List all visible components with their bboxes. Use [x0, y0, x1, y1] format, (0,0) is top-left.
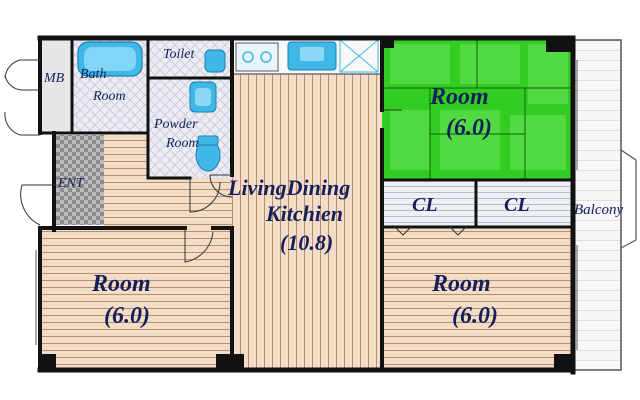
entrance-floor: [56, 135, 104, 225]
door-swings: [4, 59, 467, 263]
ldk-size: (10.8): [280, 230, 333, 255]
east-room-size: (6.0): [452, 303, 498, 329]
pillars: [40, 354, 573, 370]
ldk-label-line2: Kitchien: [265, 201, 343, 226]
east-room-label: Room: [431, 271, 491, 297]
balcony-label: Balcony: [574, 202, 623, 218]
windows: [35, 60, 578, 350]
west-room-label: Room: [91, 271, 151, 297]
tatami-room-label: Room: [429, 84, 489, 110]
mb-label: MB: [43, 71, 65, 86]
closet-left-area: [382, 180, 475, 227]
closet-right-label: CL: [504, 194, 530, 216]
east-room-floor: [382, 227, 573, 368]
toilet-label: Toilet: [163, 47, 195, 62]
tatami-room-size: (6.0): [446, 115, 492, 141]
toilet-bowl-icon: [195, 135, 221, 172]
balcony-area: [572, 39, 637, 371]
bath-label-line2: Room: [92, 89, 126, 104]
kitchen-counter: [231, 37, 383, 75]
entrance-label: ENT: [57, 176, 85, 191]
walls: [37, 35, 576, 375]
ldk-floor: [232, 74, 382, 368]
bathtub-icon: [77, 41, 143, 77]
washbasin-icon: [189, 81, 217, 113]
bath-label-line1: Bath: [80, 67, 106, 82]
powder-label-line1: Powder: [153, 117, 198, 132]
closet-right-area: [478, 180, 573, 227]
toilet-icon: [204, 49, 226, 73]
west-room-floor: [40, 228, 232, 368]
ldk-label-line1: LivingDining: [227, 175, 350, 200]
closet-left-label: CL: [412, 194, 438, 216]
powder-label-line2: Room: [165, 136, 199, 151]
mb-area: [42, 38, 72, 133]
tatami-mats: [382, 38, 573, 180]
west-room-size: (6.0): [104, 303, 150, 329]
